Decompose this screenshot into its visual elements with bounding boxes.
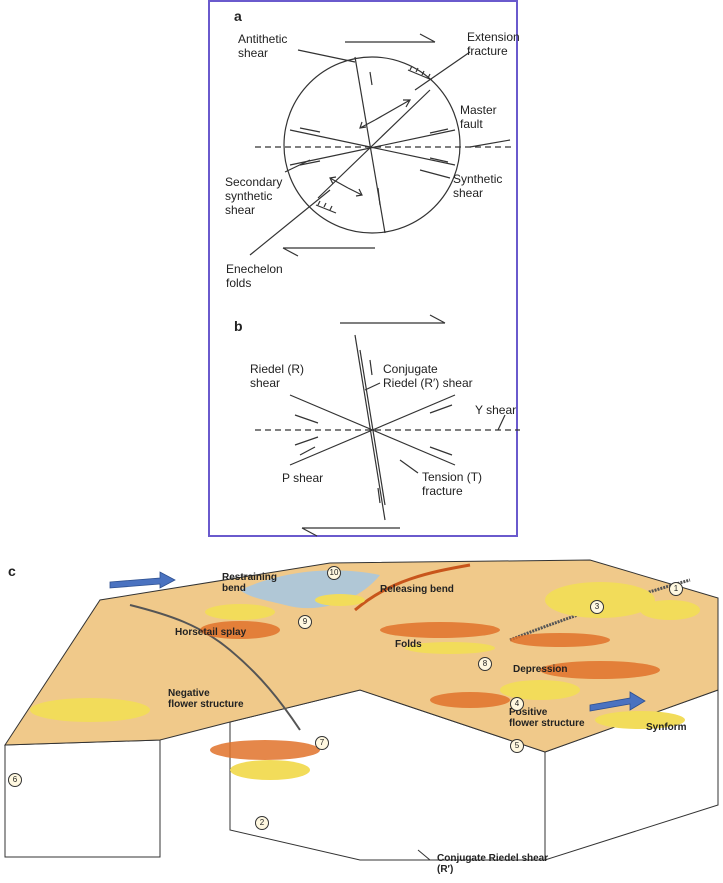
panel-c-letter: c [8, 563, 16, 579]
shear-arrow-right [589, 691, 646, 712]
tension-fracture-line [354, 334, 386, 521]
block-top-surface [4, 559, 719, 753]
panel-c-block [4, 559, 719, 861]
label-secondary-synthetic-shear: Secondary synthetic shear [225, 175, 283, 217]
marker-2: 2 [255, 816, 269, 830]
label-positive-flower-structure: Positive flower structure [509, 707, 585, 729]
shear-arrow-top [109, 571, 176, 589]
label-conjugate-riedel-shear-c: Conjugate Riedel shear (R′) [437, 853, 549, 875]
label-conjugate-riedel-shear: Conjugate Riedel (R′) shear [383, 362, 473, 390]
block-front-left [4, 739, 161, 858]
marker-1: 1 [669, 582, 683, 596]
panel-a-diagram [249, 33, 512, 257]
label-folds: Folds [395, 639, 422, 650]
panel-ab-frame [208, 0, 518, 537]
label-horsetail-splay: Horsetail splay [175, 627, 247, 638]
label-releasing-bend: Releasing bend [380, 584, 454, 595]
marker-7: 7 [315, 736, 329, 750]
label-riedel-shear: Riedel (R) shear [250, 362, 305, 390]
label-depression: Depression [513, 664, 568, 675]
label-synform: Synform [646, 722, 687, 733]
label-extension-fracture: Extension fracture [467, 30, 520, 58]
panel-b-letter: b [234, 318, 243, 334]
marker-4: 4 [510, 697, 524, 711]
marker-3: 3 [590, 600, 604, 614]
label-synthetic-shear: Synthetic shear [453, 172, 503, 200]
label-negative-flower-structure: Negative flower structure [168, 688, 244, 710]
marker-6: 6 [8, 773, 22, 787]
panel-a-letter: a [234, 8, 242, 24]
strain-ellipse [283, 56, 461, 234]
panel-b-diagram [255, 314, 520, 537]
label-tension-fracture: Tension (T) fracture [422, 470, 483, 498]
marker-9: 9 [298, 615, 312, 629]
marker-8: 8 [478, 657, 492, 671]
label-y-shear: Y shear [475, 403, 517, 417]
label-p-shear: P shear [282, 471, 324, 485]
marker-5: 5 [510, 739, 524, 753]
label-antithetic-shear: Antithetic shear [238, 32, 288, 60]
label-master-fault: Master fault [460, 103, 497, 131]
marker-10: 10 [327, 566, 341, 580]
label-restraining-bend: Restraining bend [222, 572, 278, 594]
label-enechelon-folds: Enechelon folds [226, 262, 283, 290]
